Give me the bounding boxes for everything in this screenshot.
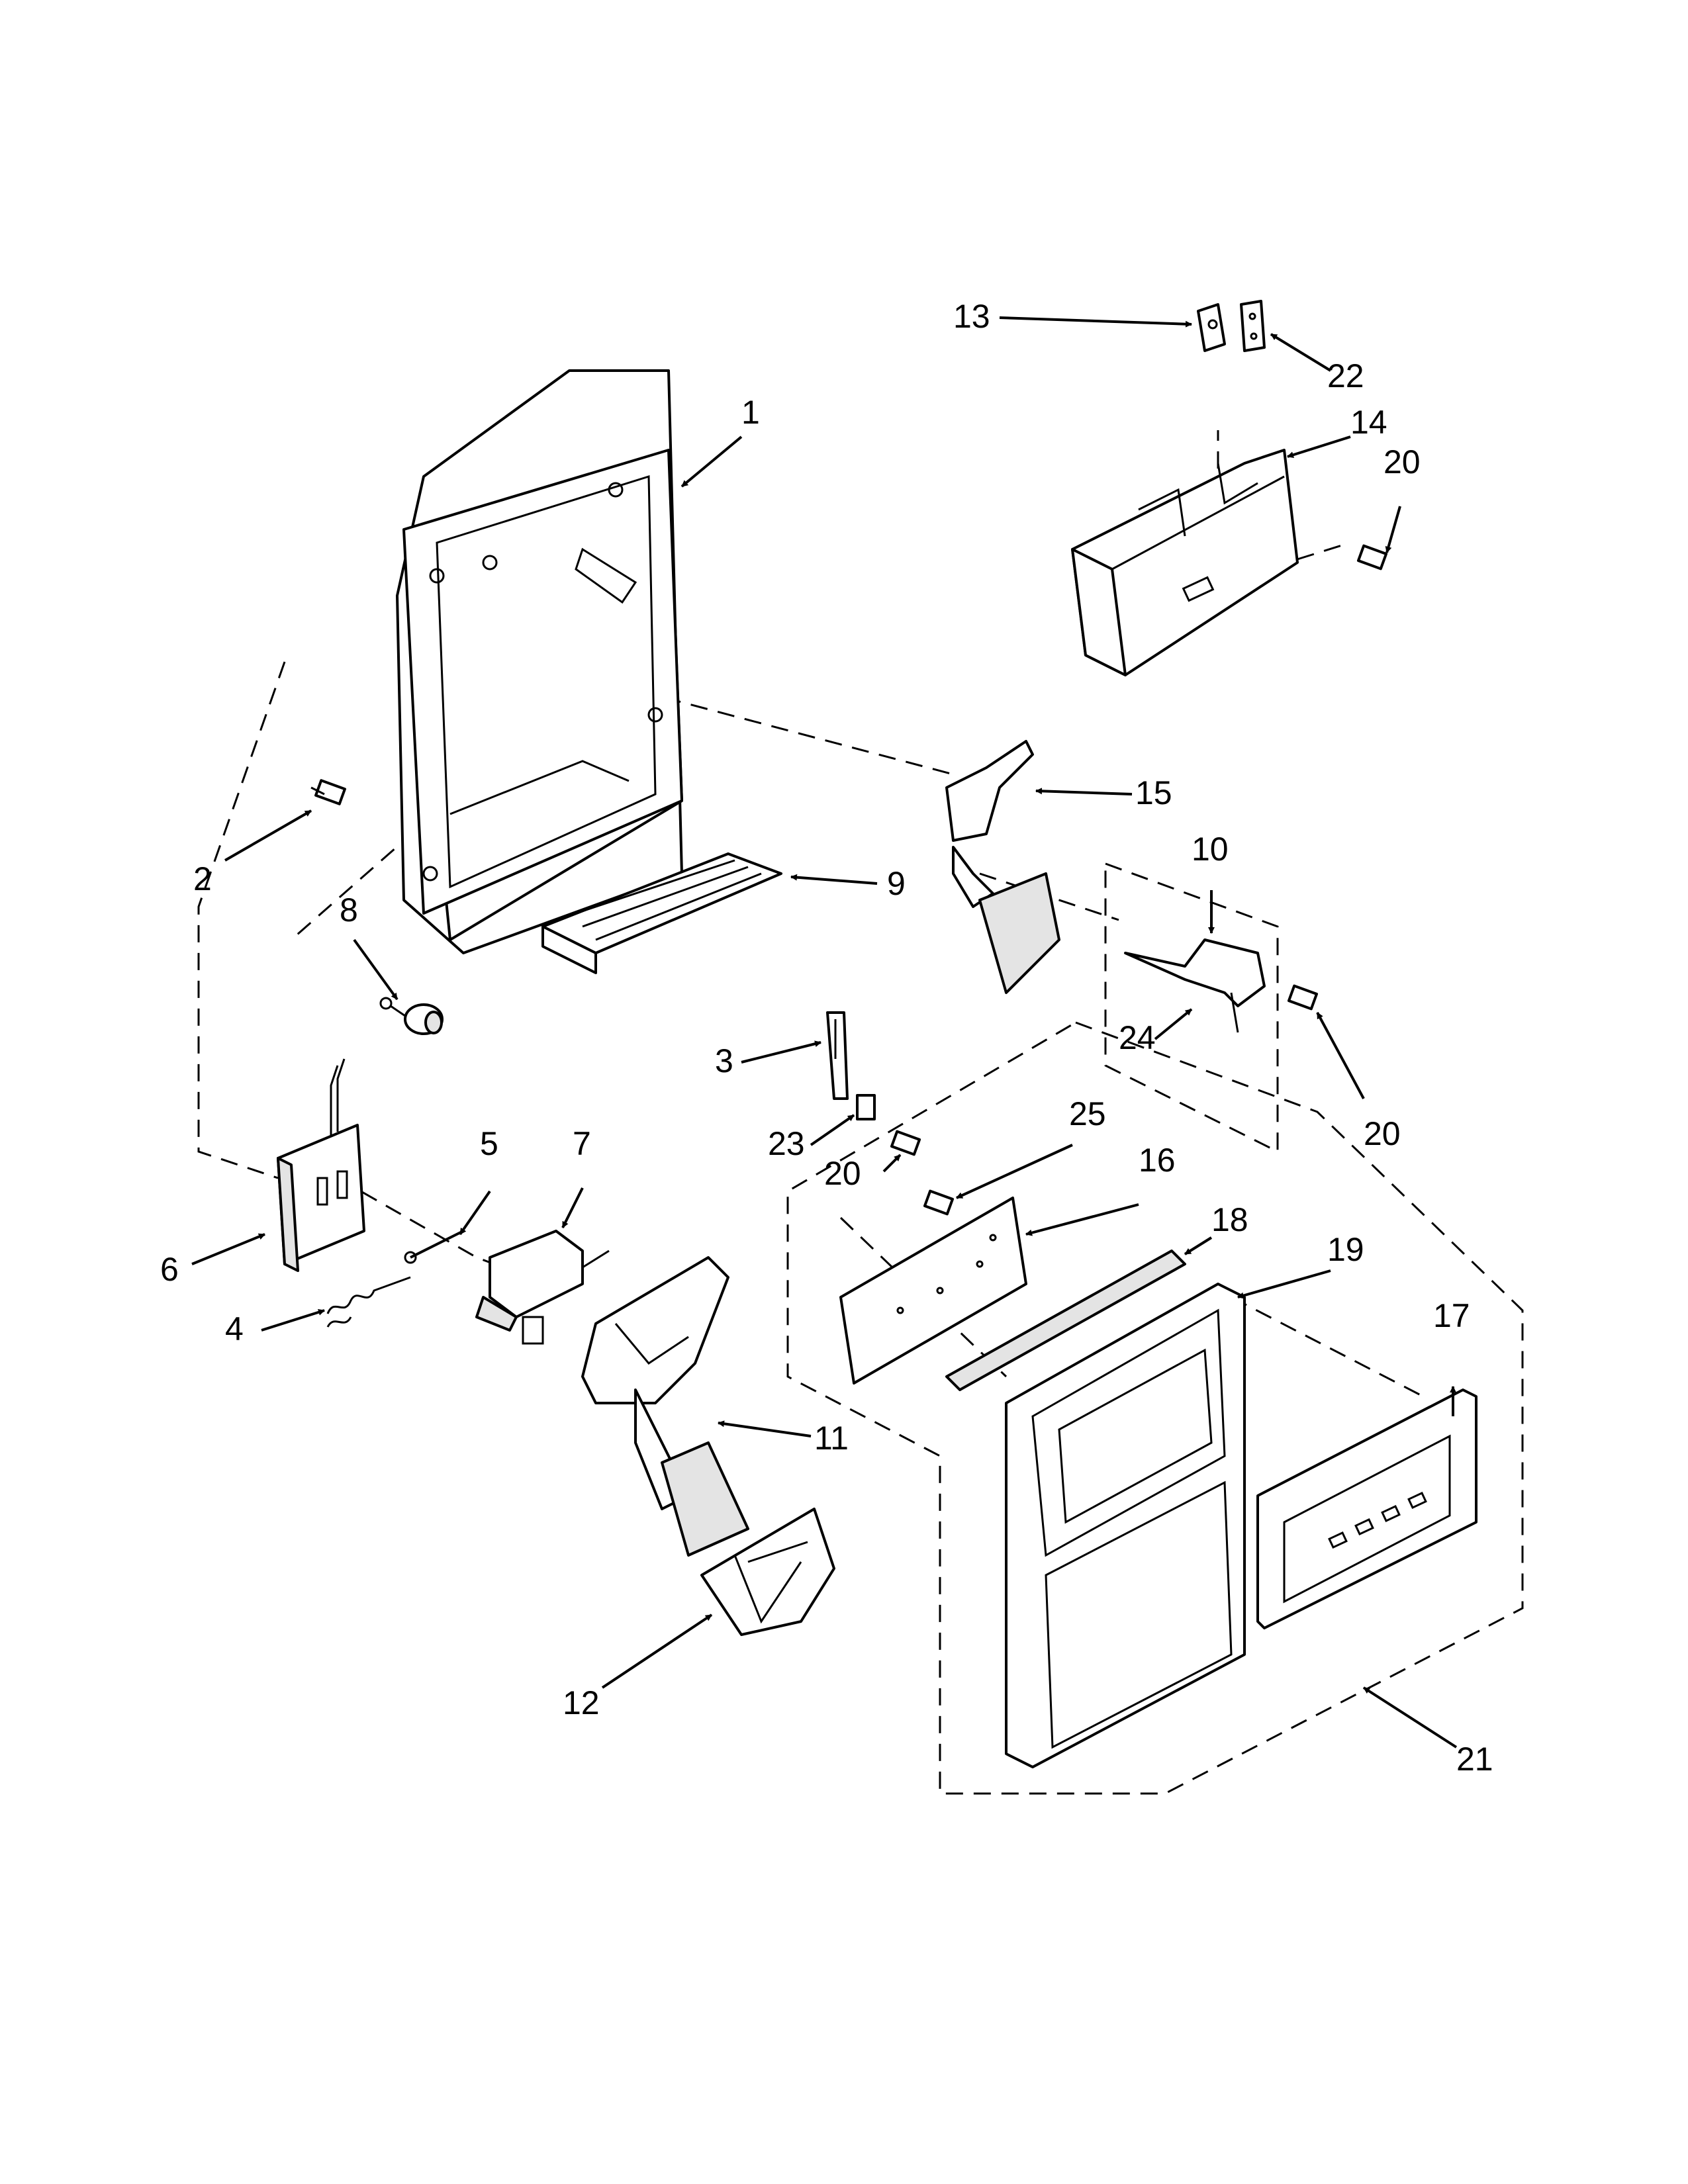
micro-switch xyxy=(1197,303,1226,352)
label-16: 16 xyxy=(1139,1142,1176,1179)
callout-labels: 1 2 3 4 5 6 7 8 9 10 11 12 13 14 15 16 1… xyxy=(160,298,1493,1778)
label-20-center: 20 xyxy=(824,1155,861,1192)
label-25: 25 xyxy=(1069,1095,1106,1132)
label-21: 21 xyxy=(1456,1741,1493,1778)
label-24: 24 xyxy=(1119,1019,1156,1056)
label-14: 14 xyxy=(1350,404,1387,441)
screw-20-top xyxy=(1356,544,1388,570)
label-3: 3 xyxy=(715,1042,733,1079)
bracket-3 xyxy=(826,1011,849,1100)
dispenser-arm xyxy=(581,1256,749,1557)
water-lever xyxy=(1124,938,1266,1033)
insulator xyxy=(1240,300,1266,352)
switch xyxy=(277,1058,365,1272)
dispenser-front xyxy=(1005,1283,1246,1768)
dispenser-housing xyxy=(396,369,683,954)
drip-tray xyxy=(541,852,782,974)
control-panel xyxy=(1256,1388,1477,1629)
label-13: 13 xyxy=(953,298,990,335)
label-6: 6 xyxy=(160,1251,179,1288)
actuator xyxy=(475,1230,610,1345)
label-4: 4 xyxy=(225,1310,244,1347)
label-1: 1 xyxy=(741,394,760,431)
label-23: 23 xyxy=(768,1125,805,1162)
water-paddle xyxy=(945,740,1060,994)
pin xyxy=(404,1230,464,1264)
spring xyxy=(326,1276,411,1328)
screw-2 xyxy=(310,779,346,805)
label-22: 22 xyxy=(1327,357,1364,394)
control-board xyxy=(839,1197,1027,1385)
label-20-top: 20 xyxy=(1383,443,1421,480)
solenoid xyxy=(379,997,444,1035)
label-18: 18 xyxy=(1211,1201,1248,1238)
label-20-right: 20 xyxy=(1364,1115,1401,1152)
seal-strip xyxy=(945,1250,1186,1391)
label-7: 7 xyxy=(573,1125,591,1162)
screw-20-center xyxy=(890,1130,921,1156)
label-19: 19 xyxy=(1327,1231,1364,1268)
label-11: 11 xyxy=(814,1420,849,1457)
label-17: 17 xyxy=(1433,1297,1470,1334)
label-5: 5 xyxy=(480,1125,498,1162)
label-9: 9 xyxy=(887,865,906,902)
switch-housing xyxy=(1071,449,1299,676)
label-2: 2 xyxy=(193,860,212,897)
label-8: 8 xyxy=(340,891,358,929)
screw-25 xyxy=(923,1189,955,1216)
clip-23 xyxy=(856,1094,876,1120)
ice-chute xyxy=(700,1508,835,1636)
leader-arrows xyxy=(191,316,1458,1749)
screw-20-right xyxy=(1287,984,1319,1011)
label-10: 10 xyxy=(1192,831,1229,868)
label-15: 15 xyxy=(1135,774,1172,811)
label-12: 12 xyxy=(563,1684,600,1721)
